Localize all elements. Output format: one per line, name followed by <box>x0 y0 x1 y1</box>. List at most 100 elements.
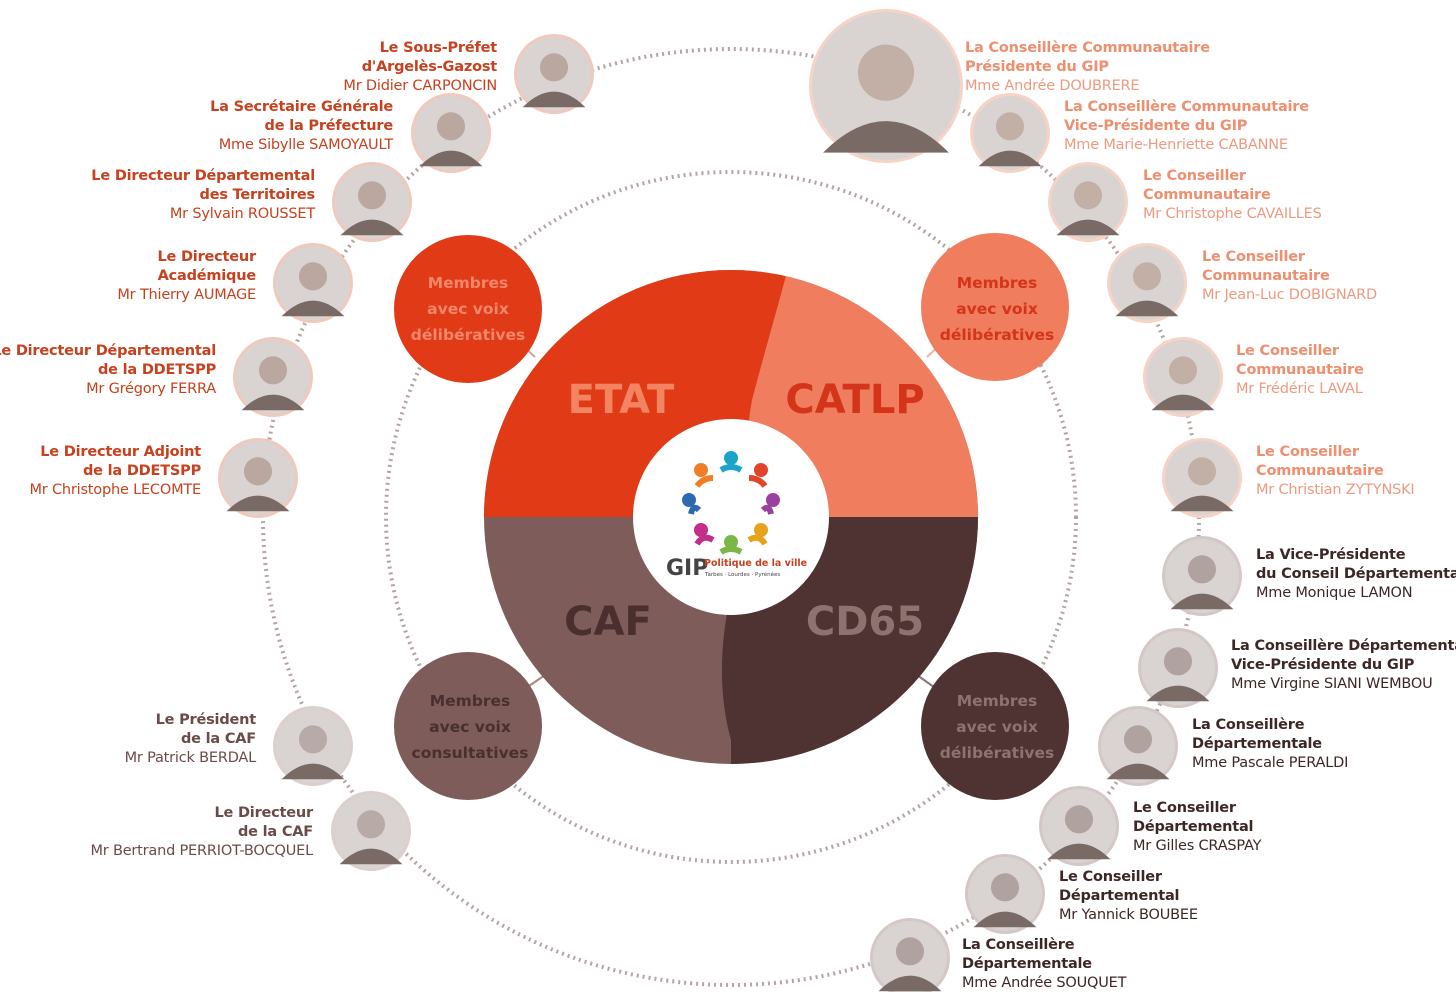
member-photo <box>332 162 412 242</box>
member-role-line: Communautaire <box>1236 362 1364 378</box>
member-role-line: Le Directeur Départemental <box>0 343 216 359</box>
member-photo <box>1048 162 1128 242</box>
member-name: Mme Monique LAMON <box>1256 585 1413 601</box>
member-role-line: La Conseillère Communautaire <box>965 40 1210 56</box>
member-role-line: Le Président <box>155 712 257 728</box>
people-circle-icon <box>682 451 780 555</box>
member-role-line: Le Directeur <box>157 249 256 265</box>
member-role-line: de la CAF <box>237 824 313 840</box>
member-label-caf: Le Président de la CAF Mr Patrick BERDAL <box>124 711 257 768</box>
svg-text:avec voix: avec voix <box>956 718 1038 736</box>
member-name: Mme Andrée SOUQUET <box>962 975 1127 991</box>
svg-text:Membres: Membres <box>430 692 511 710</box>
member-role-line: Le Conseiller <box>1143 168 1246 184</box>
member-role-line: de la Préfecture <box>264 118 394 134</box>
member-name: Mme Pascale PERALDI <box>1192 755 1349 771</box>
member-photo <box>514 34 594 114</box>
member-role-line: Le Conseiller <box>1236 343 1339 359</box>
member-photo <box>870 918 950 992</box>
member-role-line: Départementale <box>1192 736 1322 752</box>
svg-text:avec voix: avec voix <box>956 300 1038 318</box>
member-role-line: La Conseillère Communautaire <box>1064 99 1309 115</box>
member-role-line: de la CAF <box>180 731 256 747</box>
member-role-line: La Conseillère <box>1192 717 1305 733</box>
member-name: Mr Grégory FERRA <box>86 381 216 397</box>
svg-text:délibératives: délibératives <box>940 744 1055 762</box>
svg-text:consultatives: consultatives <box>412 744 529 762</box>
member-photo <box>218 438 298 518</box>
member-name: Mr Sylvain ROUSSET <box>169 206 315 222</box>
member-name: Mme Andrée DOUBRERE <box>965 78 1140 94</box>
svg-text:Membres: Membres <box>428 274 509 292</box>
quadrant-label-catlp: CATLP <box>785 377 924 423</box>
member-role-line: Le Conseiller <box>1256 444 1359 460</box>
member-name: Mr Bertrand PERRIOT-BOCQUEL <box>90 843 313 859</box>
member-name: Mme Sibylle SAMOYAULT <box>218 137 393 153</box>
member-label-caf: Le Directeur de la CAF Mr Bertrand PERRIOT… <box>90 804 313 861</box>
member-role-line: Présidente du GIP <box>965 59 1109 75</box>
member-photo <box>1162 438 1242 518</box>
member-role-line: La Conseillère Départementale <box>1231 638 1456 654</box>
member-role-line: du Conseil Départemental <box>1256 566 1456 582</box>
member-name: Mme Marie-Henriette CABANNE <box>1064 137 1288 153</box>
member-role-line: Départemental <box>1133 819 1254 835</box>
member-name: Mr Christian ZYTYNSKI <box>1256 482 1415 498</box>
member-role-line: Le Conseiller <box>1133 800 1236 816</box>
member-role-line: Le Conseiller <box>1202 249 1305 265</box>
member-role-line: d'Argelès-Gazost <box>361 59 498 75</box>
logo-tagline: Politique de la ville <box>704 558 807 569</box>
member-role-line: de la DDETSPP <box>82 463 201 479</box>
member-photo <box>1162 536 1242 616</box>
quadrant-label-cd65: CD65 <box>806 599 924 645</box>
member-photo <box>411 93 491 173</box>
member-role-line: Départementale <box>962 956 1092 972</box>
logo-brand: GIP <box>666 556 708 581</box>
bubble-etat: Membres avec voix délibératives <box>394 235 542 383</box>
member-photo <box>273 243 353 323</box>
member-name: Mr Jean-Luc DOBIGNARD <box>1202 287 1378 303</box>
member-photos <box>218 9 1242 992</box>
quadrant-label-etat: ETAT <box>568 377 675 423</box>
member-label-etat: Le Directeur Adjoint de la DDETSPP Mr Chri… <box>29 443 201 500</box>
member-role-line: Le Conseiller <box>1059 869 1162 885</box>
member-name: Mr Christophe CAVAILLES <box>1143 206 1322 222</box>
member-name: Mr Patrick BERDAL <box>124 750 257 766</box>
gip-logo: GIP Politique de la ville Tarbes · Lourd… <box>633 419 829 615</box>
member-role-line: Académique <box>157 268 257 284</box>
member-name: Mr Christophe LECOMTE <box>29 482 201 498</box>
member-role-line: Vice-Présidente du GIP <box>1231 657 1415 673</box>
inner-dotted-ring <box>384 170 1078 864</box>
svg-text:Membres: Membres <box>957 692 1038 710</box>
member-role-line: Le Directeur Adjoint <box>40 444 201 460</box>
member-photo <box>1138 628 1218 708</box>
member-role-line: Départemental <box>1059 888 1180 904</box>
member-photo <box>809 9 963 163</box>
member-role-line: Communautaire <box>1256 463 1384 479</box>
member-photo <box>965 854 1045 934</box>
member-role-line: Le Directeur Départemental <box>91 168 315 184</box>
member-photo <box>1039 786 1119 866</box>
svg-text:délibératives: délibératives <box>940 326 1055 344</box>
svg-text:Membres: Membres <box>957 274 1038 292</box>
bubble-cd65: Membres avec voix délibératives <box>921 652 1069 800</box>
member-name: Mr Gilles CRASPAY <box>1133 838 1262 854</box>
bubble-caf: Membres avec voix consultatives <box>394 652 542 800</box>
member-role-line: Le Sous-Préfet <box>379 40 498 56</box>
member-role-line: Le Directeur <box>214 805 313 821</box>
